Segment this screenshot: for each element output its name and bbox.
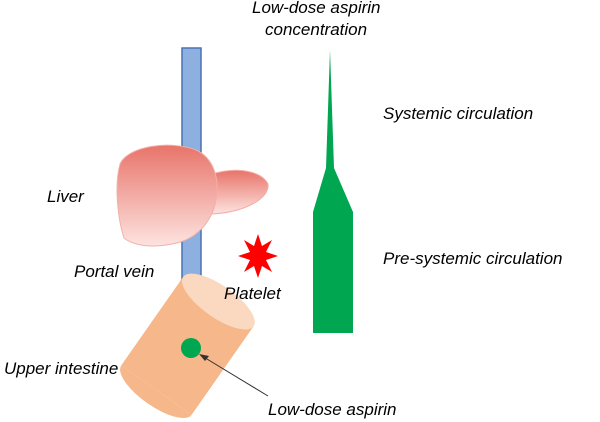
aspirin-dot [181, 338, 201, 358]
systemic-circulation-label: Systemic circulation [383, 104, 534, 123]
portal-vein-label: Portal vein [74, 262, 155, 281]
platelet-star [238, 234, 278, 278]
aspirin-arrow [199, 354, 269, 397]
low-dose-aspirin-label: Low-dose aspirin [268, 400, 397, 419]
concentration-title-line2: concentration [265, 20, 368, 39]
concentration-shape [313, 50, 353, 333]
liver-label: Liver [47, 187, 84, 206]
upper-intestine-label: Upper intestine [4, 359, 119, 378]
platelet-label: Platelet [224, 284, 281, 303]
liver-shape [116, 144, 269, 247]
presystemic-circulation-label: Pre-systemic circulation [383, 249, 563, 268]
concentration-title-line1: Low-dose aspirin [252, 0, 381, 17]
